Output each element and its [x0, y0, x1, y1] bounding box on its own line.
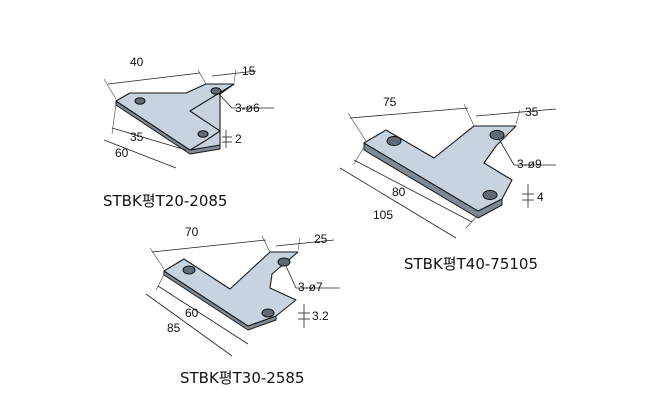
dim-holes: 3-ø7 — [298, 280, 323, 294]
dim-stem-offset: 15 — [242, 64, 256, 78]
dim-line-span — [157, 285, 249, 345]
dim-line-top — [349, 107, 469, 119]
part-t40-75105: 75 35 3-ø9 80 105 4 STBK평T40-75105 — [339, 95, 557, 273]
dim-line-length — [103, 139, 177, 169]
dim-total-length: 85 — [167, 321, 181, 335]
dim-line-top — [107, 72, 201, 85]
mounting-hole — [489, 129, 505, 141]
part-title: STBK평T30-2585 — [180, 369, 304, 387]
dim-line-offset — [211, 70, 257, 77]
dim-line-span — [353, 159, 473, 223]
dim-hole-span: 60 — [185, 306, 199, 320]
dim-line-top — [151, 239, 267, 253]
dim-holes: 3-ø9 — [517, 157, 542, 171]
dim-hole-span: 35 — [130, 130, 144, 144]
dim-total-length: 105 — [373, 208, 393, 222]
mounting-hole — [482, 189, 498, 201]
plate-top — [163, 251, 299, 327]
dim-line-span — [111, 127, 187, 151]
part-title: STBK평T40-75105 — [404, 255, 538, 273]
dim-line-offset — [475, 108, 557, 117]
mounting-hole — [386, 135, 402, 147]
dim-line-offset — [275, 239, 335, 247]
dim-top-width: 40 — [130, 55, 144, 69]
dim-stem-offset: 35 — [525, 105, 539, 119]
part-t20-2085: 40 15 3-ø6 35 60 2 STBK평T20-2085 — [103, 55, 274, 210]
dim-line-length — [145, 293, 233, 357]
mounting-hole — [134, 97, 146, 105]
dim-top-width: 70 — [185, 225, 199, 239]
mounting-hole — [261, 308, 275, 318]
dim-hole-span: 80 — [392, 185, 406, 199]
mounting-hole — [210, 87, 222, 95]
mounting-hole — [277, 257, 291, 267]
dim-top-width: 75 — [383, 95, 397, 109]
plate-top — [363, 125, 517, 212]
part-t30-2585: 70 25 3-ø7 60 85 3.2 STBK평T30-2585 — [145, 225, 340, 387]
dim-thickness: 2 — [235, 132, 242, 146]
dim-holes: 3-ø6 — [235, 101, 260, 115]
mounting-hole — [182, 265, 196, 275]
dim-stem-offset: 25 — [314, 232, 328, 246]
dim-line-length — [339, 167, 457, 239]
part-title: STBK평T20-2085 — [103, 192, 227, 210]
dim-thickness: 4 — [537, 190, 544, 204]
dim-total-length: 60 — [115, 146, 129, 160]
dim-thickness: 3.2 — [312, 309, 329, 323]
mounting-hole — [197, 130, 209, 138]
